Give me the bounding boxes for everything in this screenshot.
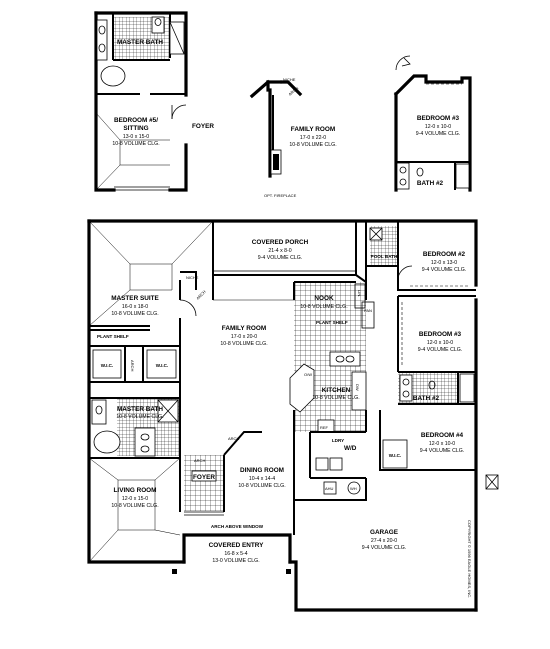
pool-bath-label: POOL BATH <box>371 254 398 259</box>
inset-bedroom3-option: BEDROOM #3 12-0 x 10-0 9-4 VOLUME CLG. B… <box>393 55 472 192</box>
inset-foyer-label: FOYER <box>192 123 214 130</box>
inset-bedroom3-ceiling: 9-4 VOLUME CLG. <box>416 131 460 137</box>
master-toilet-room <box>91 399 107 425</box>
arch-label-3: ARCH <box>194 458 205 463</box>
bath2-label: BATH #2 <box>413 395 440 402</box>
arch-label-4: ARCH <box>228 436 239 441</box>
living-room-dims: 12-0 x 15-0 <box>122 496 148 502</box>
wic-label-2: W.I.C. <box>156 363 169 368</box>
wic-label-1: W.I.C. <box>101 363 114 368</box>
bedroom5-dims: 13-0 x 15-0 <box>123 134 149 140</box>
bedroom4-ceiling: 9-4 VOLUME CLG. <box>420 448 464 454</box>
column-left <box>172 569 177 574</box>
nook-ceiling: 10-8 VOLUME CLG. <box>300 304 347 310</box>
covered-porch-ceiling: 9-4 VOLUME CLG. <box>258 255 302 261</box>
opt-fireplace-label: OPT. FIREPLACE <box>264 193 297 198</box>
inset-family-room-ceiling: 10-8 VOLUME CLG. <box>289 142 336 148</box>
arch-label-2: ARCH <box>130 360 135 371</box>
kitchen-island <box>289 363 315 413</box>
ref-label: REF <box>320 425 329 430</box>
inset-bedroom3-label: BEDROOM #3 <box>417 115 460 122</box>
bedroom4-dims: 12-0 x 10-0 <box>429 441 455 447</box>
covered-porch-label: COVERED PORCH <box>252 239 309 246</box>
bedroom2-ceiling: 9-4 VOLUME CLG. <box>422 267 466 273</box>
inset-fireplace-option: NICHE ARCH FAMILY ROOM 17-0 x 22-0 10-8 … <box>249 77 337 198</box>
bedroom5-ceiling: 10-8 VOLUME CLG. <box>112 141 159 147</box>
inset-bath2-label: BATH #2 <box>417 180 444 187</box>
dining-room-ceiling: 10-8 VOLUME CLG. <box>238 483 285 489</box>
foyer-label: FOYER <box>193 474 215 481</box>
inset-toilet-area <box>151 16 165 34</box>
bedroom5-label-2: SITTING <box>123 125 148 132</box>
main-floor-plan: COVERED PORCH 21-4 x 8-0 9-4 VOLUME CLG.… <box>87 219 499 612</box>
living-room-label: LIVING ROOM <box>114 487 157 494</box>
inset-tub <box>100 65 126 87</box>
laundry-label: W/D <box>344 445 357 452</box>
column-right <box>286 569 291 574</box>
bedroom4-label: BEDROOM #4 <box>421 432 464 439</box>
pantry-label: PAN <box>364 308 372 313</box>
master-bath-ceiling: 10-8 VOLUME CLG. <box>116 414 163 420</box>
bedroom3-dims: 12-0 x 10-0 <box>427 340 453 346</box>
dining-room-label: DINING ROOM <box>240 467 284 474</box>
bedroom5-label: BEDROOM #5/ <box>114 117 158 124</box>
niche-label: NICHE <box>186 275 199 280</box>
covered-entry-dims: 16-8 x 5-4 <box>224 551 247 557</box>
inset-family-room-label: FAMILY ROOM <box>291 126 335 133</box>
master-bath-label: MASTER BATH <box>117 406 163 413</box>
kitchen-ceiling: 10-8 VOLUME CLG. <box>312 395 359 401</box>
garage-label: GARAGE <box>370 529 399 536</box>
living-room-ceiling: 10-8 VOLUME CLG. <box>111 503 158 509</box>
foyer-tile <box>184 455 224 511</box>
master-suite-label: MASTER SUITE <box>111 295 159 302</box>
covered-entry-ceiling: 13-0 VOLUME CLG. <box>212 558 259 564</box>
family-room-label: FAMILY ROOM <box>222 325 266 332</box>
wh-label: WH <box>350 486 357 491</box>
family-room-ceiling: 10-8 VOLUME CLG. <box>220 341 267 347</box>
nook-label: NOOK <box>314 295 334 302</box>
bedroom2-dims: 12-0 x 13-0 <box>431 260 457 266</box>
dining-room-dims: 10-4 x 14-4 <box>249 476 275 482</box>
master-suite-ceiling: 10-8 VOLUME CLG. <box>111 311 158 317</box>
inset-bedroom3-dims: 12-0 x 10-0 <box>425 124 451 130</box>
garage-ceiling: 9-4 VOLUME CLG. <box>362 545 406 551</box>
dw-label: DW <box>355 384 360 391</box>
kitchen-label: KITCHEN <box>322 387 351 394</box>
copyright-label: COPYRIGHT © 1996 EAGLE HOMES, INC. <box>467 520 472 598</box>
covered-entry-label: COVERED ENTRY <box>209 542 265 549</box>
master-suite-dims: 16-0 x 18-0 <box>122 304 148 310</box>
plant-shelf-label: PLANT SHELF <box>97 334 129 339</box>
inset-arch-label: ARCH <box>287 86 299 97</box>
inset-niche-label: NICHE <box>283 77 296 82</box>
ow-label: O/W <box>304 372 312 377</box>
inset-bedroom5-option: MASTER BATH BEDROOM #5/ SITTING 13-0 x 1… <box>94 11 214 192</box>
garage-dims: 27-4 x 20-0 <box>371 538 397 544</box>
bedroom3-ceiling: 9-4 VOLUME CLG. <box>418 347 462 353</box>
ahu-label: AHU <box>325 486 334 491</box>
plant-shelf-label-2: PLANT SHELF <box>316 320 348 325</box>
covered-porch-dims: 21-4 x 8-0 <box>268 248 291 254</box>
inset-family-room-dims: 17-0 x 22-0 <box>300 135 326 141</box>
bedroom2-label: BEDROOM #2 <box>423 251 466 258</box>
arch-above-window-label: ARCH ABOVE WINDOW <box>211 524 264 529</box>
laundry-room-label: LDRY <box>332 438 344 443</box>
bedroom3-label: BEDROOM #3 <box>419 331 462 338</box>
master-tub <box>93 430 121 454</box>
arch-label-1: ARCH <box>195 289 207 301</box>
wic-label-3: W.I.C. <box>389 453 402 458</box>
family-room-dims: 17-0 x 20-0 <box>231 334 257 340</box>
inset-master-bath-label: MASTER BATH <box>117 39 163 46</box>
linen-label: LIN. <box>357 290 362 297</box>
inset-vanity <box>96 19 108 61</box>
